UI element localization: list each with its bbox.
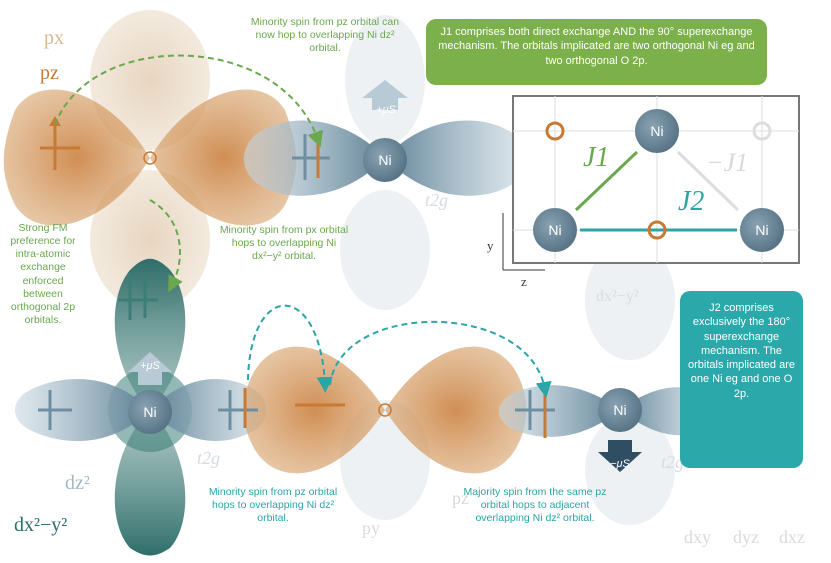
dyz-label: dyz — [733, 527, 759, 547]
dx2y2-label-left: dx²−y² — [14, 514, 68, 536]
axis-z-label: z — [521, 274, 527, 289]
dx2y2-lobes-left — [15, 258, 267, 556]
t2g-label-right: t2g — [661, 452, 685, 472]
plus-mu-top: +μS — [376, 104, 396, 116]
j2-label: J2 — [678, 186, 705, 217]
oxygen-p-orbital-bottom — [243, 346, 527, 474]
t2g-label-left: t2g — [197, 448, 221, 468]
annotation-mid-minority: Minority spin from px orbital hops to ov… — [219, 224, 349, 263]
ni-label-inset-left: Ni — [548, 222, 562, 238]
dz2-label: dz² — [65, 472, 90, 494]
dxy-label: dxy — [684, 527, 711, 547]
ni-label-right: Ni — [613, 402, 627, 418]
pz-label-top: pz — [40, 62, 59, 84]
ni-label-inset-top: Ni — [650, 123, 664, 139]
minus-j1-label: −J1 — [706, 148, 749, 177]
axis-y-label: y — [487, 238, 494, 253]
t2g-label-center: t2g — [425, 190, 449, 210]
lattice-inset — [502, 95, 800, 271]
ni-label-left: Ni — [143, 404, 157, 420]
oxygen-p-orbitals-top — [3, 10, 297, 310]
plus-mu-left: +μS — [140, 360, 160, 372]
j1-label: J1 — [583, 142, 610, 173]
annotation-bottom-majority: Majority spin from the same pz orbital h… — [463, 486, 607, 525]
ni-label-top: Ni — [378, 152, 392, 168]
annotation-top-minority: Minority spin from pz orbital can now ho… — [250, 16, 400, 55]
dx2y2-label-right: dx²−y² — [596, 288, 639, 305]
spin-arrows — [38, 116, 555, 438]
annotation-strong-fm: Strong FM preference for intra-atomic ex… — [10, 222, 76, 326]
px-label-top: px — [44, 27, 64, 49]
py-label: py — [362, 518, 380, 538]
ni-label-inset-right: Ni — [755, 222, 769, 238]
pz-label-bottom: pz — [452, 488, 469, 508]
dxz-label: dxz — [779, 527, 805, 547]
hopping-paths — [54, 54, 552, 398]
annotation-bottom-minority: Minority spin from pz orbital hops to ov… — [208, 486, 338, 525]
info-box-j2: J2 comprises exclusively the 180° supere… — [680, 291, 803, 468]
info-box-j1: J1 comprises both direct exchange AND th… — [426, 19, 767, 85]
minus-mu-right: −μS — [610, 458, 630, 470]
